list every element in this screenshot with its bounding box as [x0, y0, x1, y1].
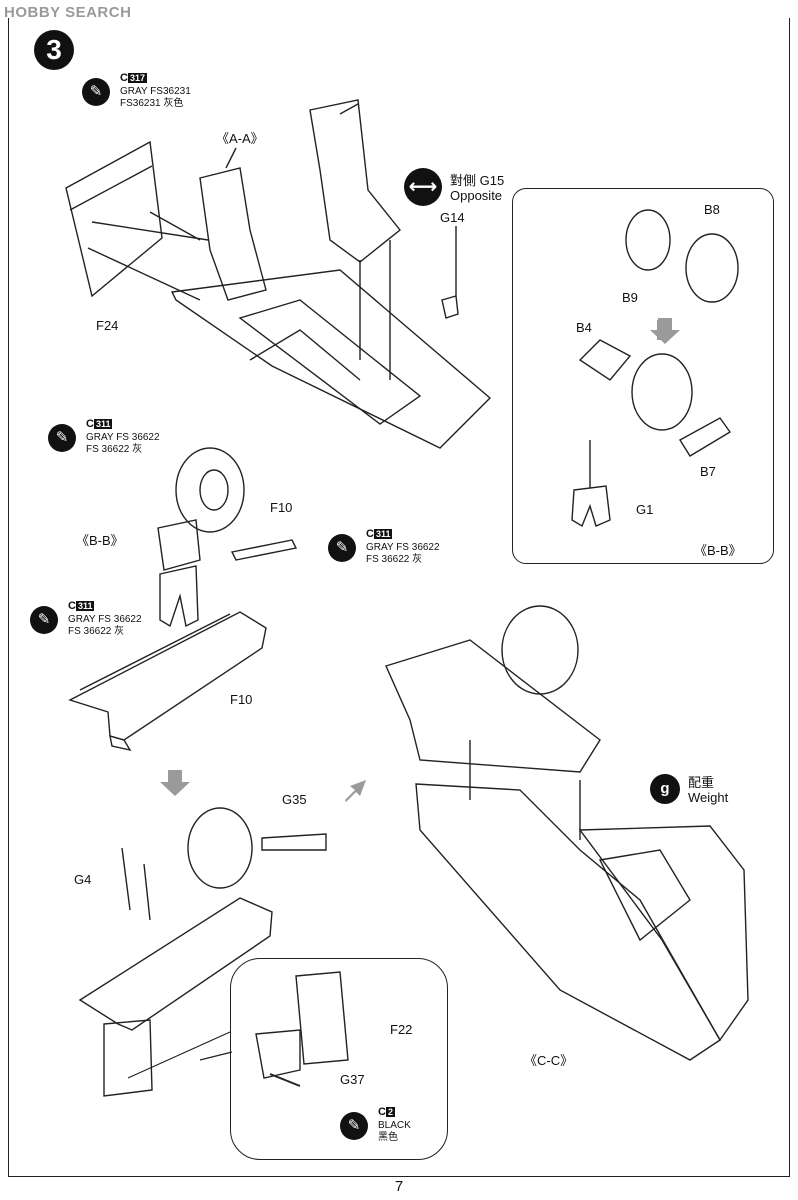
paint-brush-icon: ✎: [30, 606, 58, 634]
label-f10-top: F10: [270, 500, 293, 515]
inset-f22-g37: [230, 958, 448, 1160]
part-b4-arm: [578, 339, 632, 381]
paint-num: 311: [93, 419, 113, 429]
part-b8-tire: [685, 233, 739, 303]
inset-bb-detail: [512, 188, 774, 564]
page-frame: [8, 18, 790, 1177]
paint-num: 2: [385, 1107, 395, 1117]
label-g14: G14: [440, 210, 465, 225]
paint-code: C: [378, 1106, 386, 1118]
label-g4: G4: [74, 872, 92, 887]
paint-line1: GRAY FS36231: [120, 86, 191, 97]
part-f10-bay: [68, 611, 267, 741]
cc-bay-lower: [415, 783, 721, 1061]
label-b4: B4: [576, 320, 592, 335]
weight-icon: g: [650, 774, 680, 804]
double-arrow-icon: ⟷: [404, 168, 442, 206]
label-f24: F24: [96, 318, 119, 333]
main-wheel: [175, 447, 245, 533]
paint-code: C: [366, 528, 374, 540]
part-weight: [578, 825, 749, 1042]
part-g1-yoke: [571, 485, 611, 528]
lower-bay: [78, 897, 273, 1031]
paint-brush-icon: ✎: [340, 1112, 368, 1140]
paint-brush-icon: ✎: [48, 424, 76, 452]
paint-code: C: [120, 72, 128, 84]
paint-line1: GRAY FS 36622: [68, 614, 142, 625]
seat-b: [309, 99, 401, 263]
part-f22-lower: [103, 1019, 153, 1097]
next-arrow-icon: [160, 318, 680, 802]
cockpit-tub: [170, 269, 492, 449]
label-aa: 《A-A》: [216, 131, 264, 146]
label-g37: G37: [340, 1072, 365, 1087]
label-g35: G35: [282, 792, 307, 807]
inset-wheel: [631, 353, 693, 431]
g1-yoke-main: [159, 565, 199, 628]
label-cc: 《C-C》: [524, 1053, 574, 1068]
label-bb-main: 《B-B》: [76, 533, 124, 548]
part-b9-hub: [625, 209, 671, 271]
page-number: 7: [394, 1178, 404, 1195]
label-f22: F22: [390, 1022, 413, 1037]
part-g35: [261, 833, 327, 851]
part-f24-panel: [65, 140, 163, 298]
paint-num: 311: [373, 529, 393, 539]
paint-line1: GRAY FS 36622: [366, 542, 440, 553]
paint-line1: GRAY FS 36622: [86, 432, 160, 443]
paint-num: 317: [127, 73, 147, 83]
part-g14: [441, 295, 459, 319]
cc-wheel: [501, 605, 579, 695]
label-b9: B9: [622, 290, 638, 305]
paint-line1: BLACK: [378, 1120, 411, 1131]
part-f10-strut: [230, 539, 298, 561]
label-g1: G1: [636, 502, 654, 517]
label-b7: B7: [700, 464, 716, 479]
lower-wheel: [187, 807, 253, 889]
label-weight-en: Weight: [688, 790, 729, 805]
part-f22-inset: [295, 971, 349, 1065]
paint-line2: FS36231 灰色: [120, 98, 184, 109]
paint-code: C: [86, 418, 94, 430]
step-number-badge: 3: [34, 30, 74, 70]
paint-code: C: [68, 600, 76, 612]
paint-brush-icon: ✎: [82, 78, 110, 106]
paint-line2: 黑色: [378, 1132, 398, 1143]
paint-line2: FS 36622 灰: [366, 554, 423, 565]
cc-bay-top: [385, 639, 601, 773]
paint-line2: FS 36622 灰: [68, 626, 125, 637]
paint-line2: FS 36622 灰: [86, 444, 143, 455]
label-f10-bottom: F10: [230, 692, 253, 707]
part-g4: [121, 847, 131, 911]
label-b8: B8: [704, 202, 720, 217]
paint-brush-icon: ✎: [328, 534, 356, 562]
seat-a: [199, 167, 267, 301]
label-weight-cn: 配重: [688, 775, 715, 790]
label-opposite-cn: 對側 G15: [450, 173, 505, 188]
label-opposite-en: Opposite: [450, 188, 503, 203]
part-b7-arm: [679, 417, 732, 457]
paint-num: 311: [75, 601, 95, 611]
watermark: HOBBY SEARCH: [4, 4, 132, 21]
label-inset-bb: 《B-B》: [694, 543, 742, 558]
